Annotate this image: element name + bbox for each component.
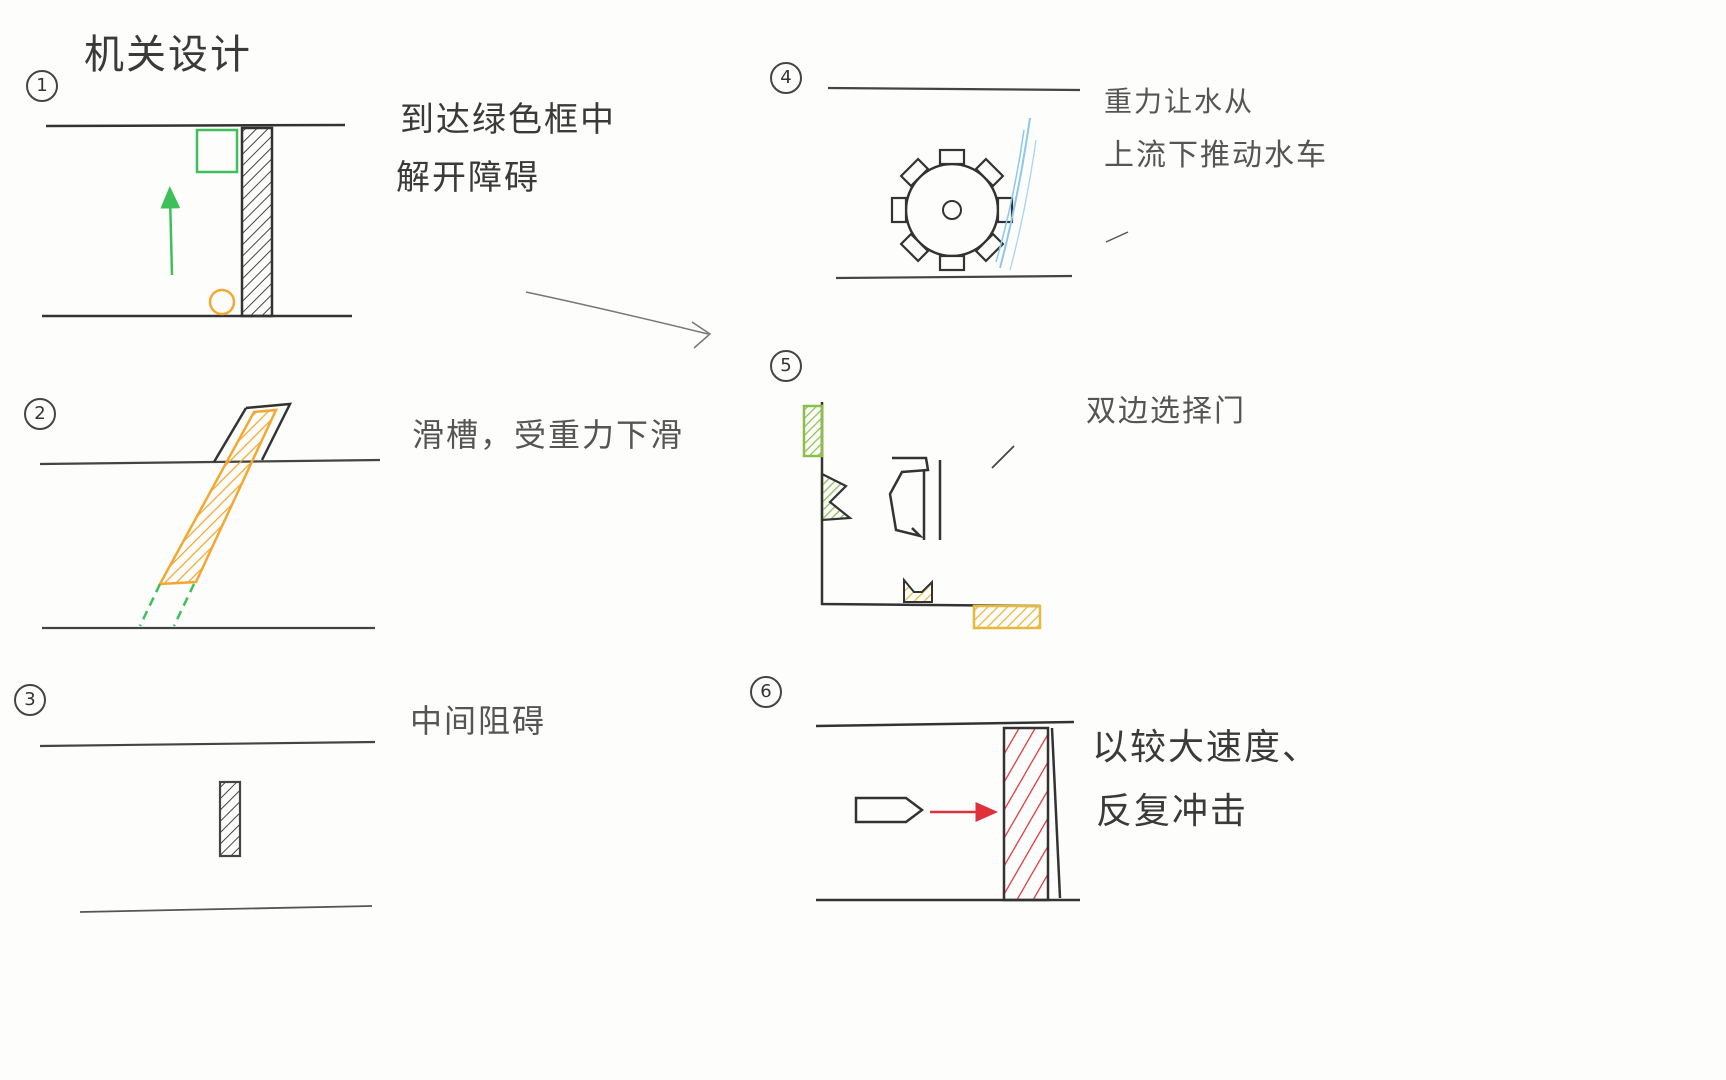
mechanism-4-number: 4 xyxy=(770,62,802,94)
mechanism-4-diagram xyxy=(827,86,1129,280)
goal-box xyxy=(195,128,239,174)
mechanism-3-note: 中间阻碍 xyxy=(410,702,547,740)
mechanism-2-number: 2 xyxy=(24,398,56,430)
mechanism-6-note-line2: 反复冲击 xyxy=(1096,791,1249,832)
bottom-trigger xyxy=(903,577,933,603)
right-gate xyxy=(972,604,1042,630)
mechanism-6-diagram xyxy=(815,720,1080,902)
flow-arrow xyxy=(525,291,712,349)
mechanism-6-note-line1: 以较大速度、 xyxy=(1092,727,1321,768)
mechanism-4-note-line2: 上流下推动水车 xyxy=(1104,138,1328,173)
mechanism-1-note-line1: 到达绿色框中 xyxy=(400,100,616,140)
left-gate-wedge xyxy=(820,472,853,522)
projectile xyxy=(854,796,925,824)
mechanism-2-diagram xyxy=(39,402,381,630)
mechanism-1-note-line2: 解开障碍 xyxy=(396,158,540,198)
upward-arrow xyxy=(160,186,181,276)
mechanism-5-number: 5 xyxy=(770,350,802,382)
mechanism-1-number: 1 xyxy=(26,70,58,102)
left-gate-top xyxy=(802,404,824,458)
mechanism-3-diagram xyxy=(39,740,376,913)
mechanism-5-diagram xyxy=(802,402,1042,630)
water-stream xyxy=(999,117,1031,269)
middle-obstacle xyxy=(218,780,242,858)
mechanism-4-note-line1: 重力让水从 xyxy=(1104,85,1255,118)
mechanism-2-note: 滑槽，受重力下滑 xyxy=(412,416,685,454)
page-title: 机关设计 xyxy=(84,32,252,78)
water-wheel xyxy=(890,148,1014,272)
mechanism-3-number: 3 xyxy=(14,684,46,716)
mechanism-1-diagram xyxy=(42,123,352,318)
slide-block xyxy=(157,408,279,586)
mechanism-5-note: 双边选择门 xyxy=(1086,394,1246,429)
ball xyxy=(208,288,236,316)
breakable-wall xyxy=(1002,726,1050,902)
mechanism-6-number: 6 xyxy=(750,676,782,708)
